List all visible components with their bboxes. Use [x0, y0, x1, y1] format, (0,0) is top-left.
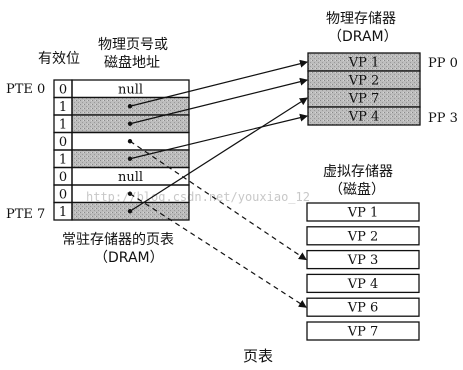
pp0-label: PP 0: [428, 56, 458, 71]
valid-bit-value: 1: [59, 205, 67, 220]
valid-bit-value: 1: [59, 117, 67, 132]
address-value: null: [118, 170, 143, 185]
virtual-page-label: VP 1: [347, 206, 379, 221]
valid-bit-value: 0: [59, 170, 67, 185]
page-table-row: 0: [53, 131, 190, 151]
valid-bit-value: 1: [59, 100, 67, 115]
virtual-page: VP 3: [306, 249, 420, 270]
virtual-page: VP 6: [306, 297, 420, 317]
valid-bit-value: 0: [59, 82, 67, 97]
page-table-row: 0 null: [53, 79, 190, 99]
pte7-label: PTE 7: [6, 207, 45, 222]
physical-page-label: VP 2: [348, 74, 380, 89]
virtual-memory: VP 1 VP 2 VP 3 VP 4 VP 6 VP 7: [306, 202, 420, 341]
arrow-to-physical-page: [129, 59, 308, 107]
virtual-page-label: VP 3: [347, 253, 379, 268]
address-value: null: [118, 82, 143, 97]
figure-caption: 页表: [243, 347, 273, 365]
physical-memory-title-line1: 物理存储器: [326, 11, 396, 27]
address-cell: [71, 201, 190, 221]
virtual-page: VP 2: [306, 226, 420, 246]
physical-memory-title-line2: （DRAM）: [328, 29, 398, 45]
virtual-page: VP 7: [306, 321, 420, 341]
arrow-to-physical-page: [129, 77, 308, 125]
page-table-row: 1: [53, 201, 190, 221]
virtual-memory-title-line1: 虚拟存储器: [323, 164, 393, 180]
virtual-page-box: [306, 226, 420, 246]
dashed-arrow-to-disk-page: [129, 193, 307, 308]
address-header-line2: 磁盘地址: [104, 54, 160, 71]
valid-bit-value: 1: [59, 152, 67, 167]
pp3-label: PP 3: [428, 111, 458, 126]
valid-bit-header: 有效位: [38, 51, 80, 67]
valid-bit-value: 0: [59, 135, 67, 150]
arrow-to-physical-page: [129, 97, 308, 212]
physical-page: VP 4: [307, 106, 421, 126]
virtual-page-box: [306, 202, 420, 222]
address-header-line1: 物理页号或: [98, 37, 168, 53]
physical-memory: VP 1 VP 2 VP 7 VP 4: [307, 52, 421, 126]
virtual-memory-title-line2: （磁盘）: [329, 181, 385, 198]
virtual-page-label: VP 6: [347, 301, 379, 316]
virtual-page-box: [306, 321, 420, 341]
physical-page-label: VP 1: [348, 56, 380, 71]
watermark-text: http://blog.csdn.net/youxiao_12: [86, 190, 310, 204]
virtual-page: VP 4: [306, 273, 420, 294]
virtual-page-label: VP 2: [347, 229, 379, 244]
valid-bit-value: 0: [59, 187, 67, 202]
virtual-page-label: VP 7: [347, 325, 379, 340]
physical-page: VP 2: [307, 70, 421, 90]
arrow-to-physical-page: [129, 113, 308, 160]
virtual-page-box: [306, 273, 420, 294]
physical-page-label: VP 7: [348, 92, 380, 107]
virtual-page-box: [306, 249, 420, 270]
page-table-caption-line1: 常驻存储器的页表: [62, 232, 174, 248]
physical-page: VP 7: [307, 88, 421, 108]
page-table-caption-line2: （DRAM）: [94, 250, 164, 266]
mapping-arrows: [127, 59, 308, 308]
page-table-row: 1: [53, 149, 190, 169]
page-table-row: 1: [53, 114, 190, 134]
virtual-page: VP 1: [306, 202, 420, 222]
physical-page: VP 1: [307, 52, 421, 72]
page-table-row: 0 null: [53, 166, 190, 186]
physical-page-box: [307, 106, 421, 126]
page-table-row: 1: [53, 96, 190, 116]
virtual-page-label: VP 4: [347, 277, 379, 292]
physical-page-label: VP 4: [348, 110, 380, 125]
virtual-page-box: [306, 297, 420, 317]
pte0-label: PTE 0: [6, 82, 45, 97]
